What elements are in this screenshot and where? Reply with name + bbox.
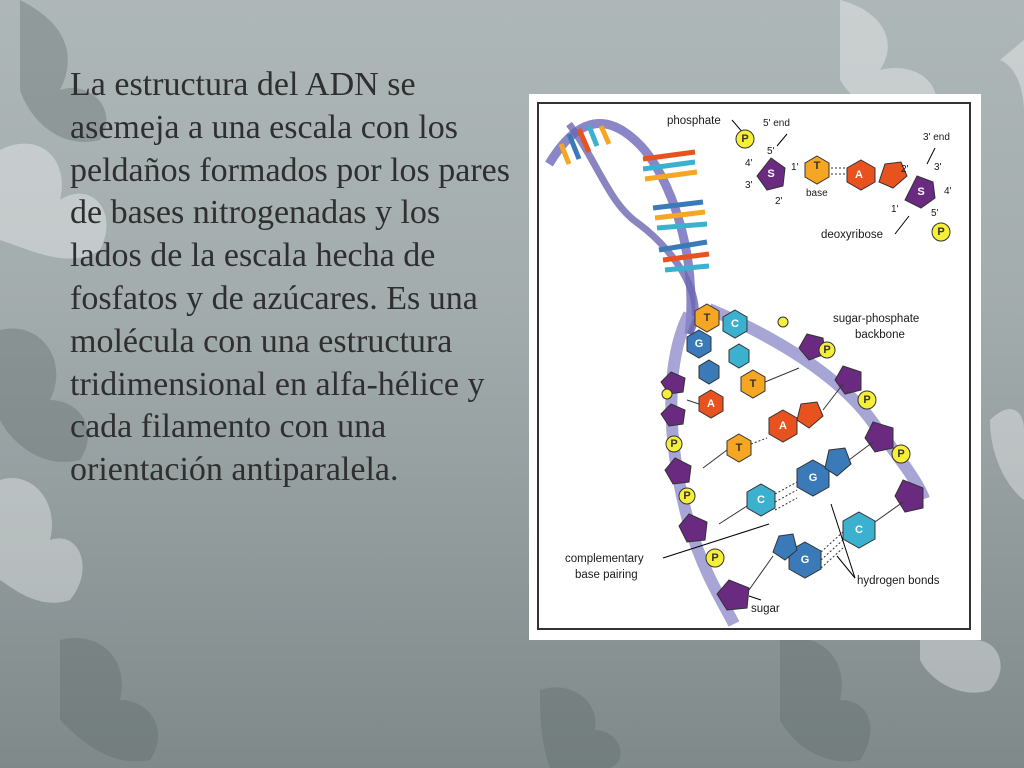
svg-text:5': 5' <box>767 146 775 157</box>
svg-text:3': 3' <box>934 162 942 173</box>
svg-text:C: C <box>757 494 765 506</box>
svg-text:P: P <box>937 226 944 238</box>
svg-text:4': 4' <box>745 158 753 169</box>
svg-text:P: P <box>741 133 748 145</box>
right-backbone-ribbon <box>706 303 930 502</box>
svg-text:5': 5' <box>931 208 939 219</box>
complementary-label-line1: complementary <box>565 553 644 565</box>
svg-text:3' end: 3' end <box>923 132 950 143</box>
svg-text:T: T <box>704 312 711 324</box>
svg-text:T: T <box>814 160 821 172</box>
svg-text:2': 2' <box>901 164 909 175</box>
svg-text:1': 1' <box>891 204 899 215</box>
hydrogen-bonds-label: hydrogen bonds <box>857 575 940 587</box>
svg-text:T: T <box>750 378 757 390</box>
svg-text:P: P <box>823 344 830 356</box>
nucleotide-detail: phosphate 5' end P 5' 4' 3' S 1' 2' T ba… <box>667 115 952 242</box>
dna-figure-inner: phosphate 5' end P 5' 4' 3' S 1' 2' T ba… <box>537 102 971 630</box>
slide-paragraph: La estructura del ADN se asemeja a una e… <box>70 66 511 489</box>
base-pair-ladder: P P P P P P T <box>660 303 924 611</box>
svg-text:A: A <box>855 169 863 181</box>
svg-text:C: C <box>855 524 863 536</box>
svg-text:P: P <box>670 438 677 450</box>
svg-text:P: P <box>683 490 690 502</box>
svg-text:1': 1' <box>791 162 799 173</box>
svg-text:G: G <box>695 338 704 350</box>
svg-text:C: C <box>731 318 739 330</box>
svg-text:T: T <box>736 442 743 454</box>
svg-text:2': 2' <box>775 196 783 207</box>
svg-text:A: A <box>707 398 715 410</box>
dna-figure: phosphate 5' end P 5' 4' 3' S 1' 2' T ba… <box>529 94 981 640</box>
svg-text:4': 4' <box>944 186 952 197</box>
svg-text:5' end: 5' end <box>763 118 790 129</box>
svg-text:3': 3' <box>745 180 753 191</box>
sugar-label: sugar <box>751 603 780 615</box>
dna-structure-diagram: phosphate 5' end P 5' 4' 3' S 1' 2' T ba… <box>545 115 952 627</box>
svg-text:G: G <box>809 472 818 484</box>
svg-text:deoxyribose: deoxyribose <box>821 229 883 241</box>
svg-text:P: P <box>863 394 870 406</box>
backbone-label-line2: backbone <box>855 329 905 341</box>
svg-text:base: base <box>806 188 828 199</box>
svg-text:S: S <box>767 168 774 180</box>
double-helix-top <box>545 119 710 336</box>
svg-text:phosphate: phosphate <box>667 115 721 127</box>
backbone-label-line1: sugar-phosphate <box>833 313 919 325</box>
svg-text:P: P <box>711 552 718 564</box>
svg-text:P: P <box>897 448 904 460</box>
svg-text:A: A <box>779 420 787 432</box>
complementary-label-line2: base pairing <box>575 569 638 581</box>
svg-text:S: S <box>917 186 924 198</box>
svg-text:G: G <box>801 554 810 566</box>
